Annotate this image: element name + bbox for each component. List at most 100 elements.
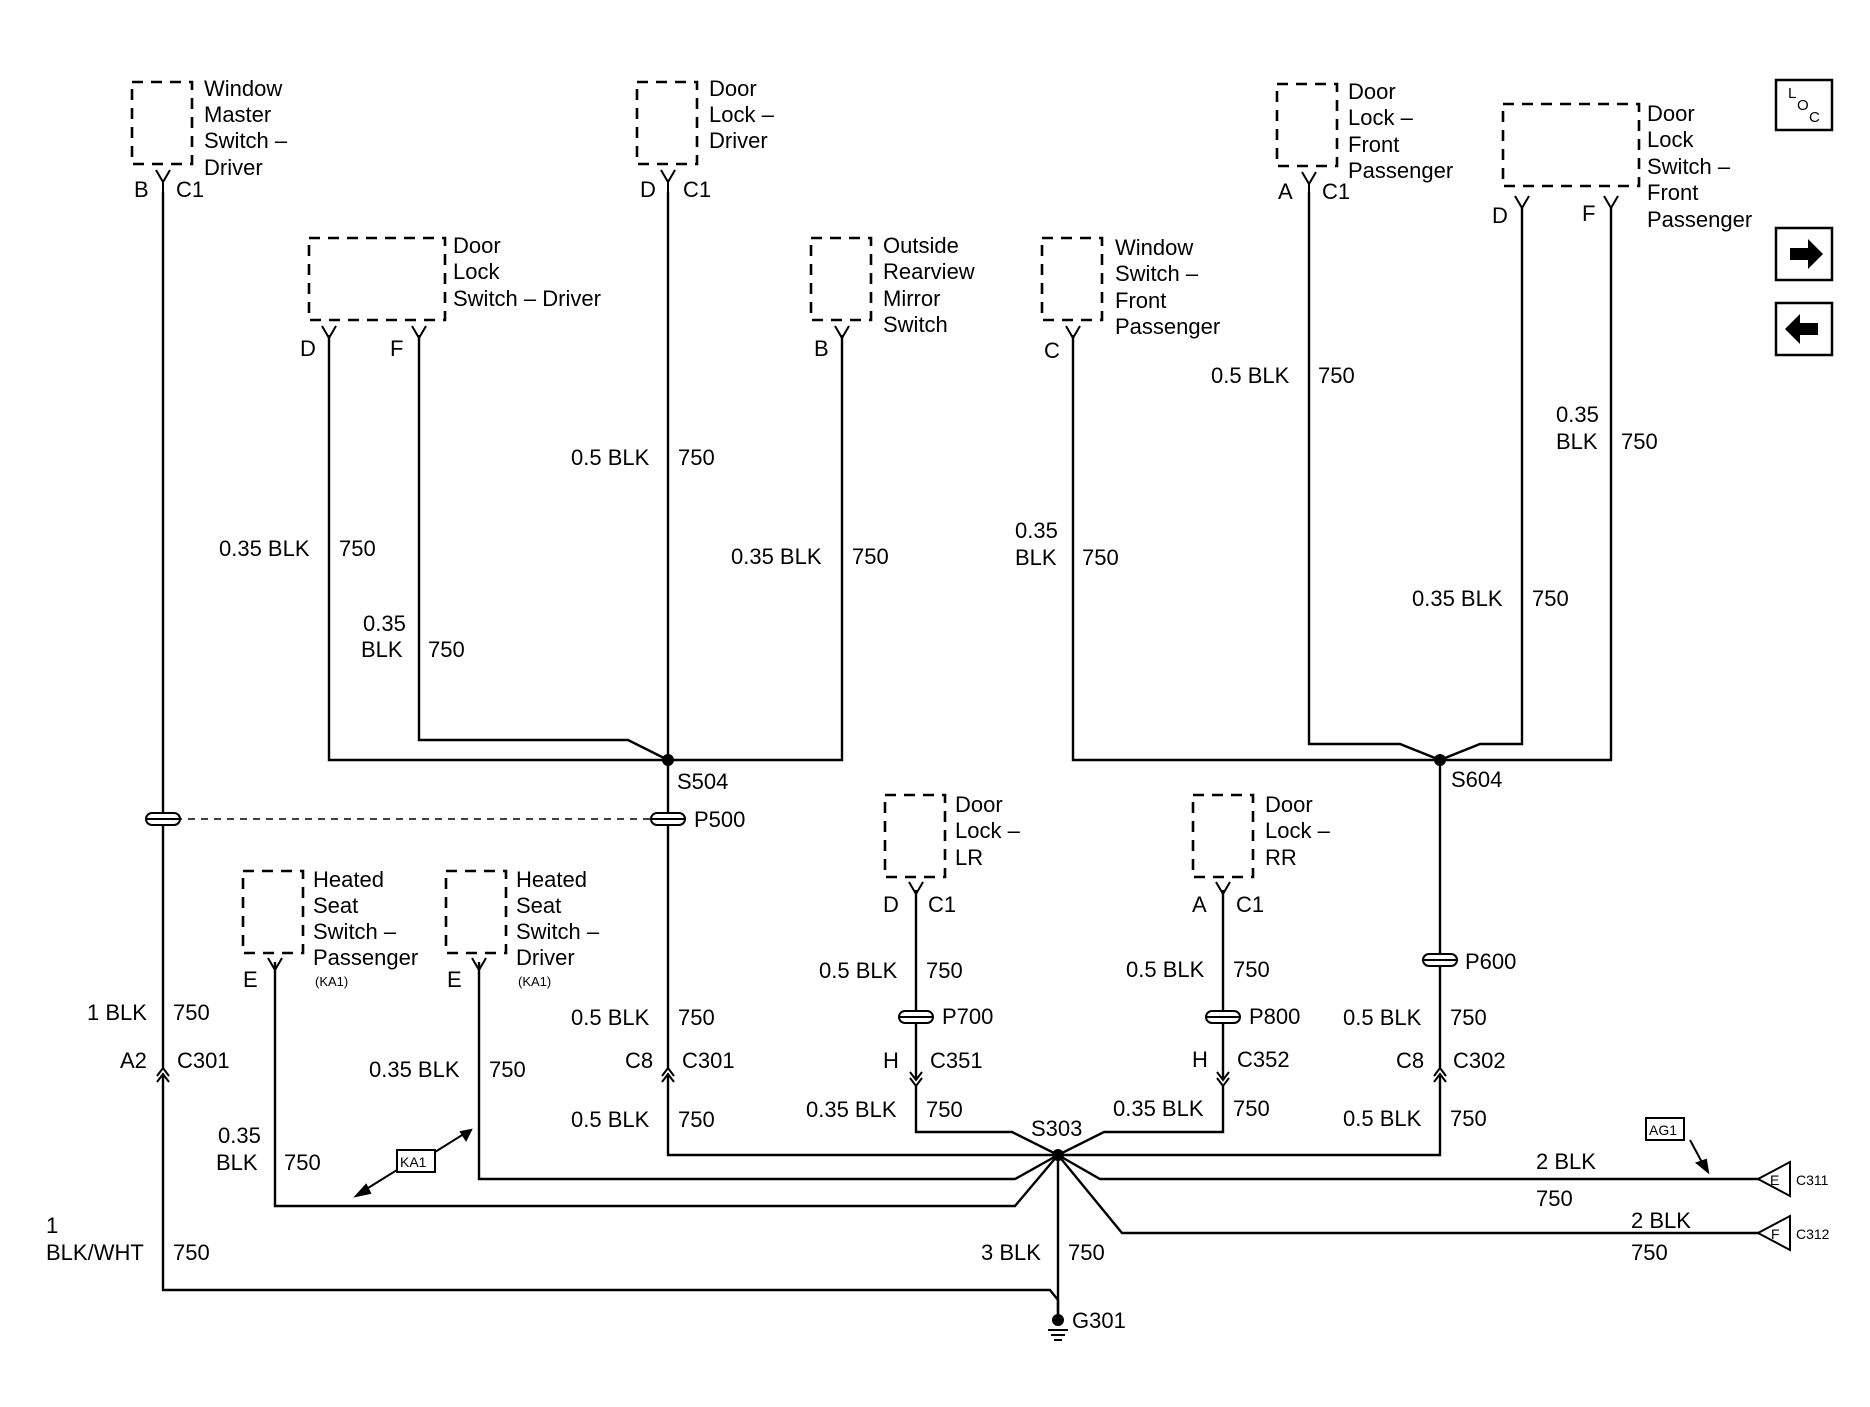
c351-pin: H [883, 1048, 899, 1073]
mirror-line-2: Rearview [883, 259, 975, 284]
ag1-arrowhead-icon [1694, 1158, 1710, 1175]
lr-lower-circuit: 750 [926, 1097, 963, 1122]
loc-button[interactable]: L O C [1774, 78, 1834, 132]
p500-mark [650, 812, 686, 826]
dlfp-line-1: Door [1348, 79, 1396, 104]
rr-line-3: RR [1265, 845, 1297, 870]
dlsfp-line-2: Lock [1647, 127, 1694, 152]
wsfp-line-1: Window [1115, 235, 1193, 260]
hsd-line-4: Driver [516, 945, 575, 970]
c352-name: C352 [1237, 1047, 1290, 1072]
label-door-lock-switch-driver: Door Lock Switch – Driver D F [300, 233, 601, 361]
dlfp-line-2: Lock – [1348, 105, 1414, 130]
wms-bottom-size-1: 1 [46, 1213, 58, 1238]
c301-c8-below-circuit: 750 [678, 1107, 715, 1132]
wsfp-line-3: Front [1115, 288, 1166, 313]
box-heated-seat-switch-passenger [241, 869, 305, 955]
component-boxes [130, 80, 1641, 955]
hsp-circuit: 750 [284, 1150, 321, 1175]
lr-pin: D [883, 892, 899, 917]
p700-mark [898, 1010, 934, 1024]
terminal-lr [908, 881, 924, 896]
s604-label: S604 [1451, 767, 1502, 792]
p500-below-circuit: 750 [678, 1005, 715, 1030]
terminal-dlsfp-f [1603, 195, 1619, 210]
hsp-size-2: BLK [216, 1150, 258, 1175]
dlfp-circuit: 750 [1318, 363, 1355, 388]
terminal-wms [155, 169, 171, 192]
s504-label: S504 [677, 769, 728, 794]
c302-below-circuit: 750 [1450, 1106, 1487, 1131]
wire-rr-lower [1057, 1086, 1225, 1157]
hsp-line-4: Passenger [313, 945, 418, 970]
lr-connector: C1 [928, 892, 956, 917]
wire-c311 [1057, 1153, 1766, 1181]
dld-connector: C1 [683, 177, 711, 202]
wms-bottom-circuit: 750 [173, 1240, 210, 1265]
rr-line-1: Door [1265, 792, 1313, 817]
p600-label: P600 [1465, 949, 1516, 974]
c301-a2-pin: A2 [120, 1048, 147, 1073]
dlfp-connector: C1 [1322, 179, 1350, 204]
splice-s504-dot [662, 754, 674, 766]
rr-lower-circuit: 750 [1233, 1096, 1270, 1121]
box-door-lock-lr [883, 793, 947, 879]
component-labels: Window Master Switch – Driver B C1 Door … [134, 76, 1752, 992]
lr-upper-size: 0.5 BLK [819, 958, 898, 983]
c302-pin: C8 [1396, 1048, 1424, 1073]
dlfp-line-3: Front [1348, 132, 1399, 157]
dld-line-3: Driver [709, 128, 768, 153]
dlsd-pin-f: F [390, 336, 403, 361]
wsfp-size-2: BLK [1015, 545, 1057, 570]
c312-pin: F [1771, 1226, 1780, 1242]
wms-top-size: 1 BLK [87, 1000, 147, 1025]
hsd-line-2: Seat [516, 893, 561, 918]
hsd-line-1: Heated [516, 867, 587, 892]
hsp-line-1: Heated [313, 867, 384, 892]
dld-line-2: Lock – [709, 102, 775, 127]
connector-c351-mark [909, 1071, 923, 1088]
ground-size: 3 BLK [981, 1240, 1041, 1265]
c312-size: 2 BLK [1631, 1208, 1691, 1233]
label-door-lock-lr: Door Lock – LR D C1 [883, 792, 1021, 917]
c312-name: C312 [1796, 1226, 1830, 1242]
dlsd-line-2: Lock [453, 259, 500, 284]
label-heated-seat-switch-passenger: Heated Seat Switch – Passenger (KA1) E [243, 867, 418, 992]
c311-name: C311 [1796, 1172, 1829, 1188]
c352-pin: H [1192, 1047, 1208, 1072]
p700-label: P700 [942, 1004, 993, 1029]
reference-callouts [353, 1117, 1710, 1198]
hsd-circuit: 750 [489, 1057, 526, 1082]
loc-label-l: L [1788, 85, 1796, 102]
wire-dlsfp-f [1440, 208, 1613, 762]
dlsd-d-size: 0.35 BLK [219, 536, 310, 561]
dlsfp-pin-d: D [1492, 203, 1508, 228]
wire-dlsd-d [327, 335, 668, 762]
wsfp-circuit: 750 [1082, 545, 1119, 570]
wire-labels: 1 BLK 750 1 BLK/WHT 750 0.5 BLK 750 0.35… [46, 363, 1691, 1265]
dlsfp-f-size-2: BLK [1556, 429, 1598, 454]
dlsfp-line-4: Front [1647, 180, 1698, 205]
dlsd-f-circuit: 750 [428, 637, 465, 662]
rr-lower-size: 0.35 BLK [1113, 1096, 1204, 1121]
next-page-button[interactable] [1774, 226, 1834, 282]
dlsfp-line-5: Passenger [1647, 207, 1752, 232]
rr-upper-circuit: 750 [1233, 957, 1270, 982]
lr-upper-circuit: 750 [926, 958, 963, 983]
prev-page-button[interactable] [1774, 301, 1834, 357]
dlsfp-f-size-1: 0.35 [1556, 402, 1599, 427]
s303-label: S303 [1031, 1116, 1082, 1141]
wms-line-3: Switch – [204, 128, 288, 153]
c311-circuit: 750 [1536, 1186, 1573, 1211]
c311-pin: E [1770, 1172, 1779, 1188]
label-outside-rearview-mirror-switch: Outside Rearview Mirror Switch B [814, 233, 975, 361]
rr-line-2: Lock – [1265, 818, 1331, 843]
inline-harness-connectors [1755, 1160, 1791, 1252]
wms-top-circuit: 750 [173, 1000, 210, 1025]
connector-c311-icon [1755, 1160, 1791, 1198]
label-door-lock-front-passenger: Door Lock – Front Passenger A C1 [1278, 79, 1453, 204]
c301-c8-name: C301 [682, 1048, 735, 1073]
terminal-dlsd-d [321, 325, 337, 340]
terminal-hsd [471, 957, 487, 972]
box-outside-rearview-mirror-switch [809, 236, 873, 322]
